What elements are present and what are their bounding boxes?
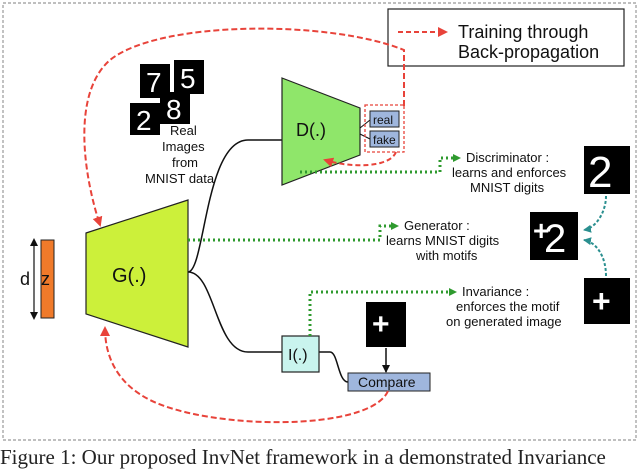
invariance-label: I(.) <box>288 347 308 364</box>
mnist-digit: 8 <box>166 94 182 125</box>
mnist-image <box>130 103 160 135</box>
mnist-digit: 2 <box>136 105 152 136</box>
discriminator-sample-image <box>584 146 630 194</box>
generator-label: G(.) <box>112 265 146 287</box>
figure-frame <box>2 2 637 441</box>
backprop-arrow-discriminator-to-generator <box>83 27 405 227</box>
legend-label-line2: Back-propagation <box>458 42 599 62</box>
discriminator-output-highlight <box>364 104 405 153</box>
latent-vector: d z <box>20 238 55 320</box>
legend: Training through Back-propagation <box>387 8 625 67</box>
motif-reference-symbol: + <box>372 308 390 341</box>
latent-dim-arrowhead-top <box>30 238 38 246</box>
generator-annotation-line2: learns MNIST digits <box>386 233 500 248</box>
discriminator-annotation-line1: Discriminator : <box>466 150 549 165</box>
latent-dim-label: d <box>20 269 30 289</box>
figure-caption: Figure 1: Our proposed InvNet framework … <box>0 446 606 469</box>
discriminator-block <box>281 77 361 186</box>
generator-block <box>85 199 189 348</box>
latent-z-label: z <box>41 269 50 289</box>
discriminator-sample-digit: 2 <box>588 148 612 197</box>
mnist-digit: 7 <box>146 67 162 98</box>
mnist-label-line3: from <box>172 155 198 170</box>
generator-annotation-arrow <box>188 222 399 242</box>
discriminator-annotation-line2: learns and enforces <box>452 165 567 180</box>
connector-g-to-i <box>187 271 282 353</box>
latent-z-box <box>40 239 55 319</box>
teal-arrow-from-digit <box>583 195 607 233</box>
backprop-arrow-to-discriminator <box>323 151 397 168</box>
motif-sample-symbol: + <box>592 283 611 319</box>
connector-i-to-compare <box>319 351 349 383</box>
compare-label: Compare <box>358 374 416 390</box>
compare-block <box>347 372 431 392</box>
invariance-annotation-line3: on generated image <box>446 314 562 329</box>
discriminator-output-real: real <box>373 113 393 127</box>
invariance-block <box>281 335 320 373</box>
legend-label-line1: Training through <box>458 22 588 42</box>
invariance-annotation-arrow <box>308 288 457 336</box>
generator-annotation-line3: with motifs <box>415 248 478 263</box>
generator-sample-plus: + <box>533 215 549 246</box>
mnist-image-stack: 7 5 8 2 <box>130 60 204 136</box>
discriminator-output-fake: fake <box>373 133 396 147</box>
invariance-annotation-line2: enforces the motif <box>456 299 560 314</box>
teal-arrow-from-motif <box>583 237 607 277</box>
connector-g-to-d <box>187 139 282 273</box>
discriminator-label: D(.) <box>296 120 326 140</box>
invariance-annotation-line1: Invariance : <box>462 284 529 299</box>
backprop-arrow-compare-to-generator <box>100 326 389 424</box>
discriminator-output-fake-box <box>369 130 400 148</box>
legend-box <box>387 8 625 67</box>
motif-reference-image <box>366 302 406 347</box>
generator-sample-digit: 2 <box>544 217 566 261</box>
generator-sample-image <box>530 212 578 260</box>
generator-annotation-line1: Generator : <box>404 218 470 233</box>
mnist-label-line4: MNIST data <box>145 171 215 186</box>
discriminator-output-real-box <box>369 110 400 128</box>
mnist-image <box>160 92 190 124</box>
latent-dim-arrowhead-bottom <box>30 312 38 320</box>
mnist-image <box>174 60 204 94</box>
motif-sample-image <box>584 278 630 324</box>
discriminator-annotation-line3: MNIST digits <box>470 180 545 195</box>
mnist-label-line1: Real <box>170 123 197 138</box>
mnist-digit: 5 <box>180 63 196 94</box>
discriminator-annotation-arrow <box>300 154 461 174</box>
mnist-label-line2: Images <box>162 139 205 154</box>
